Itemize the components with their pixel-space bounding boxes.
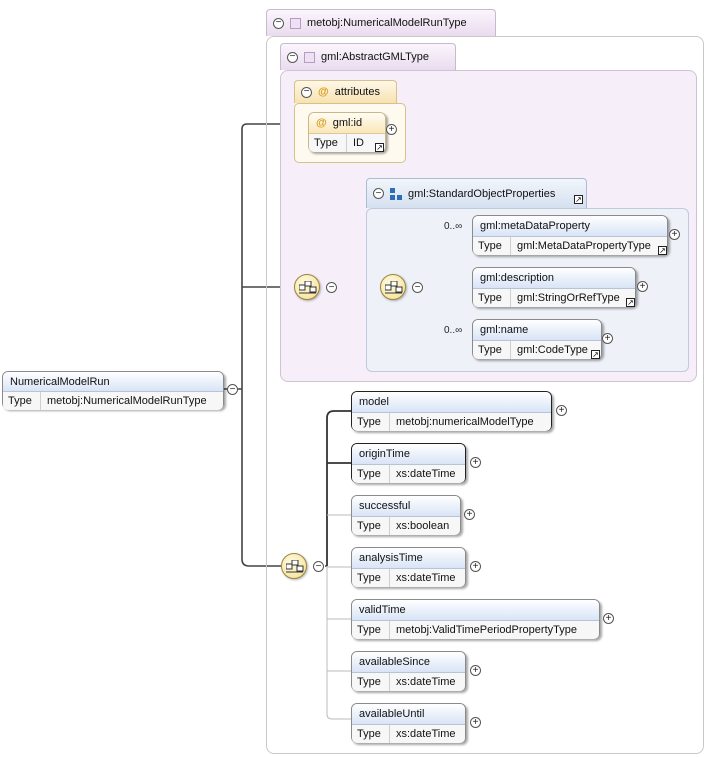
element-name: gml:name: [480, 324, 529, 336]
type-value: gml:StringOrRefType: [517, 292, 620, 304]
element-name: availableSince: [359, 656, 430, 668]
type-value: metobj:NumericalModelRunType: [47, 395, 207, 407]
element-gml-name[interactable]: gml:name Type gml:CodeType: [472, 319, 602, 359]
group-icon: [390, 187, 402, 200]
expand-icon[interactable]: +: [470, 561, 481, 572]
element-analysistime[interactable]: analysisTime Type xs:dateTime: [351, 547, 466, 587]
type-reference-icon[interactable]: ↗: [375, 143, 384, 152]
type-reference-icon[interactable]: ↗: [658, 246, 667, 255]
element-availableuntil[interactable]: availableUntil Type xs:dateTime: [351, 703, 466, 743]
attribute-name: gml:id: [332, 117, 363, 129]
type-key: Type: [3, 392, 41, 410]
type-key: Type: [352, 465, 390, 483]
element-gml-description[interactable]: gml:description Type gml:StringOrRefType: [472, 267, 636, 307]
expand-icon[interactable]: +: [669, 229, 680, 240]
collapse-icon[interactable]: −: [301, 86, 312, 98]
element-name: availableUntil: [359, 708, 425, 720]
element-validtime[interactable]: validTime Type metobj:ValidTimePeriodPro…: [351, 599, 600, 639]
element-origintime[interactable]: originTime Type xs:dateTime: [351, 443, 466, 483]
numerical-model-run-type-frame: [266, 36, 704, 754]
element-name: analysisTime: [359, 552, 423, 564]
sequence-icon[interactable]: [281, 553, 307, 579]
sequence-icon[interactable]: [294, 274, 320, 300]
occurrence-label: 0..∞: [444, 221, 463, 232]
element-name: validTime: [359, 604, 406, 616]
collapse-icon[interactable]: −: [287, 51, 298, 63]
element-availablesince[interactable]: availableSince Type xs:dateTime: [351, 651, 466, 691]
collapse-icon[interactable]: −: [273, 17, 284, 29]
collapse-icon[interactable]: −: [412, 282, 423, 293]
element-name: gml:description: [480, 272, 554, 284]
type-key: Type: [309, 134, 347, 152]
sequence-icon[interactable]: [380, 274, 406, 300]
element-name: originTime: [359, 448, 410, 460]
numerical-model-run-type-tab[interactable]: − metobj:NumericalModelRunType: [266, 9, 496, 36]
element-model[interactable]: model Type metobj:numericalModelType: [351, 391, 552, 431]
collapse-icon[interactable]: −: [373, 188, 384, 199]
complex-type-icon: [290, 17, 301, 29]
expand-icon[interactable]: +: [637, 281, 648, 292]
type-key: Type: [352, 725, 390, 743]
type-key: Type: [352, 673, 390, 691]
type-reference-icon[interactable]: ↗: [591, 350, 600, 359]
collapse-icon[interactable]: −: [313, 561, 324, 572]
type-value: xs:dateTime: [396, 676, 456, 688]
attribute-icon: @: [318, 86, 329, 98]
attribute-icon: @: [316, 117, 327, 129]
type-reference-icon[interactable]: ↗: [574, 195, 583, 204]
type-key: Type: [473, 341, 511, 359]
element-successful[interactable]: successful Type xs:boolean: [351, 495, 461, 535]
type-key: Type: [352, 621, 390, 639]
group-label: gml:StandardObjectProperties: [408, 187, 556, 200]
element-name: gml:metaDataProperty: [480, 220, 591, 232]
abstract-gml-type-tab[interactable]: − gml:AbstractGMLType: [280, 43, 456, 70]
expand-icon[interactable]: +: [464, 509, 475, 520]
type-value: xs:dateTime: [396, 572, 456, 584]
type-key: Type: [352, 517, 390, 535]
expand-icon[interactable]: +: [556, 405, 567, 416]
type-key: Type: [352, 413, 390, 431]
type-reference-icon[interactable]: ↗: [626, 298, 635, 307]
expand-icon[interactable]: +: [470, 457, 481, 468]
type-value: xs:dateTime: [396, 728, 456, 740]
element-name: model: [359, 396, 389, 408]
root-element-numericalmodelrun[interactable]: NumericalModelRun Type metobj:NumericalM…: [2, 371, 224, 410]
type-key: Type: [352, 569, 390, 587]
type-value: metobj:ValidTimePeriodPropertyType: [396, 624, 577, 636]
expand-icon[interactable]: +: [470, 665, 481, 676]
attribute-gml-id[interactable]: @ gml:id Type ID: [308, 112, 386, 152]
occurrence-label: 0..∞: [444, 325, 463, 336]
collapse-icon[interactable]: −: [326, 282, 337, 293]
type-label: gml:AbstractGMLType: [321, 51, 429, 63]
expand-icon[interactable]: +: [602, 333, 613, 344]
type-value: gml:CodeType: [517, 344, 588, 356]
expand-icon[interactable]: +: [470, 717, 481, 728]
type-value: gml:MetaDataPropertyType: [517, 240, 651, 252]
expand-icon[interactable]: +: [386, 124, 397, 135]
attributes-tab[interactable]: − @ attributes: [294, 80, 397, 103]
type-key: Type: [473, 237, 511, 255]
type-label: metobj:NumericalModelRunType: [307, 17, 467, 29]
type-key: Type: [473, 289, 511, 307]
type-value: xs:dateTime: [396, 468, 456, 480]
collapse-icon[interactable]: −: [227, 384, 238, 395]
type-value: ID: [353, 137, 364, 149]
type-value: metobj:numericalModelType: [396, 416, 534, 428]
element-name: successful: [359, 500, 411, 512]
complex-type-icon: [304, 51, 315, 63]
expand-icon[interactable]: +: [603, 613, 614, 624]
element-gml-metadataproperty[interactable]: gml:metaDataProperty Type gml:MetaDataPr…: [472, 215, 668, 255]
element-name: NumericalModelRun: [10, 375, 110, 388]
attributes-label: attributes: [334, 86, 380, 98]
standard-object-properties-tab[interactable]: − gml:StandardObjectProperties: [366, 178, 587, 208]
type-value: xs:boolean: [396, 520, 450, 532]
